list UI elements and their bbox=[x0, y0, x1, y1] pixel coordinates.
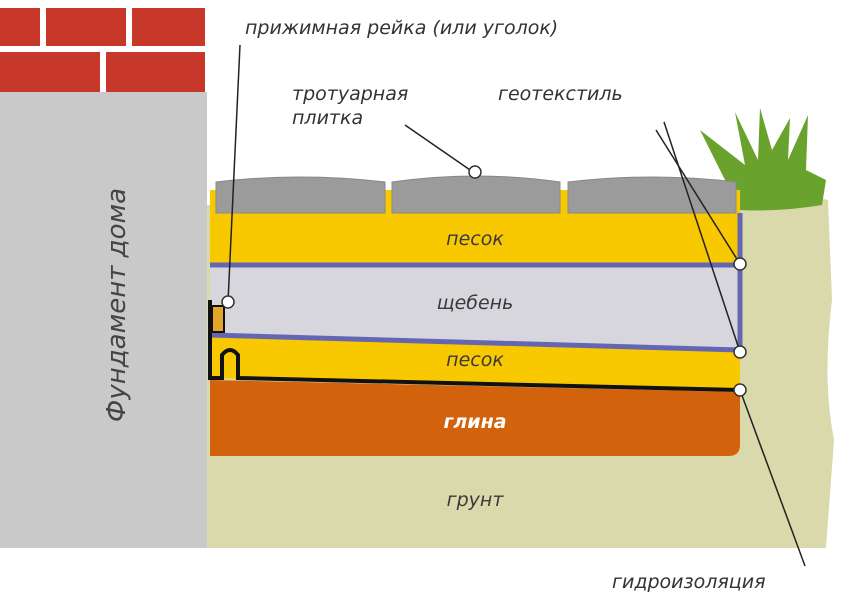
brick-wall bbox=[0, 0, 205, 92]
house-foundation bbox=[0, 92, 207, 548]
clay-layer bbox=[210, 380, 740, 456]
waterproofing-membrane bbox=[208, 300, 741, 392]
paving-tiles bbox=[215, 175, 737, 214]
geotextile-membrane bbox=[209, 213, 743, 353]
waterproofing-label: гидроизоляция bbox=[612, 571, 766, 593]
clay-label: глина bbox=[443, 411, 506, 433]
clamp-strip bbox=[211, 305, 225, 333]
sand-bottom-label: песок bbox=[446, 349, 504, 371]
soil-label: грунт bbox=[447, 489, 505, 511]
paving-label-line2: плитка bbox=[292, 107, 363, 129]
clamp-strip-label: прижимная рейка (или уголок) bbox=[245, 17, 558, 39]
sand-top-label: песок bbox=[446, 228, 504, 250]
gravel-layer bbox=[210, 267, 740, 350]
leader-markers bbox=[221, 165, 747, 397]
geotextile-label: геотекстиль bbox=[498, 83, 623, 105]
gravel-label: щебень bbox=[437, 292, 514, 314]
foundation-label: Фундамент дома bbox=[102, 188, 132, 422]
leader-lines bbox=[227, 44, 806, 567]
paving-label-line1: тротуарная bbox=[292, 83, 408, 105]
sand-bottom-layer bbox=[210, 336, 740, 392]
